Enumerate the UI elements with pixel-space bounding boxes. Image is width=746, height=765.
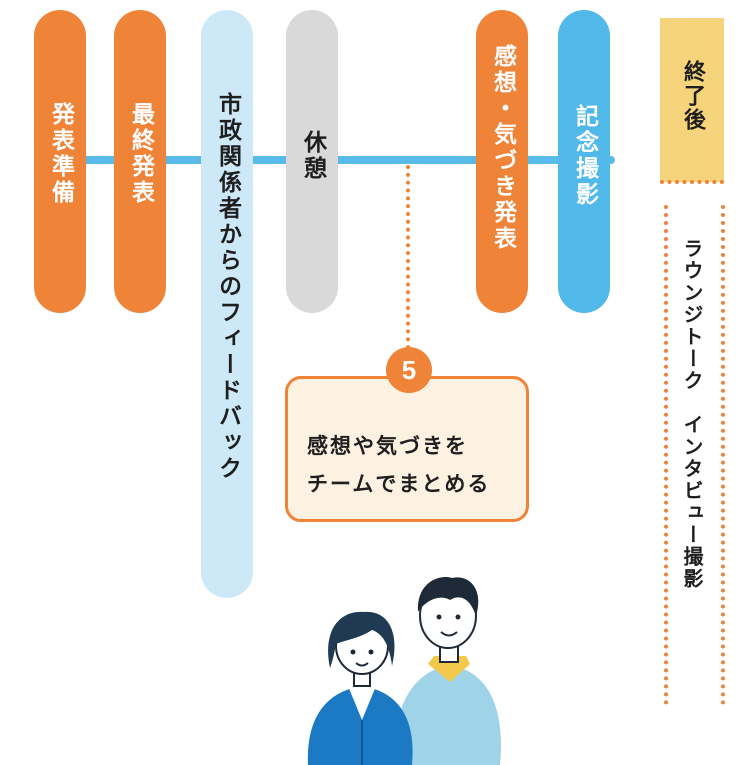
step-label: 記念撮影 — [571, 104, 598, 208]
people-illustration — [307, 577, 501, 765]
step-number-badge: 5 — [386, 347, 432, 393]
step-label: 休憩 — [299, 130, 326, 182]
after-session-activity: ラウンジトーク インタビュー撮影 — [660, 200, 724, 705]
callout-connector — [406, 165, 410, 365]
after-session-header: 終了後 — [660, 18, 724, 182]
callout-box — [285, 376, 529, 522]
lounge-border-right — [721, 205, 725, 705]
step-impressions: 感想・気づき発表 — [476, 10, 528, 313]
after-session-activity-label: ラウンジトーク インタビュー撮影 — [680, 238, 704, 590]
woman-figure — [307, 611, 413, 765]
step-label: 最終発表 — [127, 102, 154, 206]
step-feedback: 市政関係者からのフィードバック — [201, 10, 253, 598]
step-label: 市政関係者からのフィードバック — [214, 92, 241, 482]
step-group-photo: 記念撮影 — [558, 10, 610, 313]
step-final-presentation: 最終発表 — [114, 10, 166, 313]
step-label: 感想・気づき発表 — [489, 44, 516, 252]
after-session-title: 終了後 — [680, 60, 705, 132]
lounge-border-left — [664, 205, 668, 705]
after-session-divider — [660, 180, 724, 184]
step-label: 発表準備 — [47, 102, 74, 206]
step-break: 休憩 — [286, 10, 338, 313]
callout-text-line2: チームでまとめる — [307, 472, 491, 496]
callout-text-line1: 感想や気づきを — [307, 434, 468, 458]
man-figure — [394, 577, 501, 765]
step-presentation-prep: 発表準備 — [34, 10, 86, 313]
